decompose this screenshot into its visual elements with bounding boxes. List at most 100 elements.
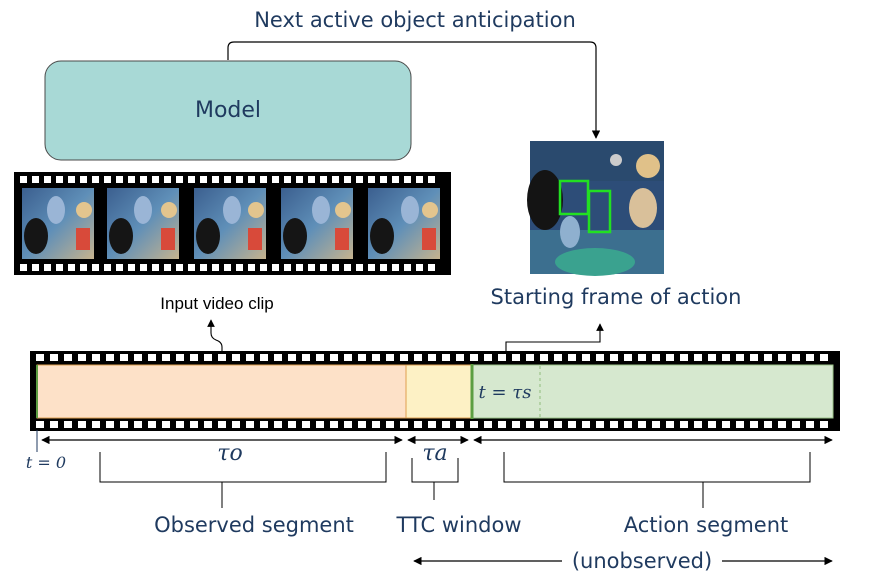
film-hole: [330, 421, 338, 428]
film-hole: [236, 176, 243, 183]
film-hole: [344, 264, 351, 271]
film-hole: [568, 354, 576, 361]
film-hole: [248, 264, 255, 271]
film-hole: [820, 421, 828, 428]
film-hole: [246, 421, 254, 428]
film-hole: [116, 264, 123, 271]
film-hole: [320, 264, 327, 271]
film-hole: [104, 176, 111, 183]
bbox-object: [587, 189, 612, 234]
film-hole: [624, 421, 632, 428]
timeline-film-strip: [30, 351, 840, 431]
film-hole: [134, 354, 142, 361]
model-box: [44, 60, 412, 161]
film-hole: [386, 421, 394, 428]
film-hole: [582, 354, 590, 361]
film-hole: [162, 421, 170, 428]
film-hole: [320, 176, 327, 183]
film-hole: [20, 264, 27, 271]
observed-bracket: [99, 452, 387, 508]
film-hole: [498, 354, 506, 361]
film-hole: [596, 421, 604, 428]
input-film-strip: [14, 172, 451, 275]
film-hole: [176, 421, 184, 428]
film-hole: [540, 354, 548, 361]
film-hole: [188, 176, 195, 183]
unobserved-label: (unobserved): [572, 549, 712, 573]
start-frame-label: Starting frame of action: [491, 285, 742, 309]
film-hole: [372, 421, 380, 428]
film-hole: [140, 264, 147, 271]
film-hole: [260, 421, 268, 428]
film-hole: [764, 421, 772, 428]
film-hole: [274, 421, 282, 428]
film-hole: [610, 354, 618, 361]
t0-label: t = 0: [26, 453, 66, 472]
film-hole: [750, 421, 758, 428]
film-hole: [218, 421, 226, 428]
film-hole: [140, 176, 147, 183]
film-hole: [272, 176, 279, 183]
film-hole: [68, 264, 75, 271]
film-hole: [554, 421, 562, 428]
starting-frame-image: [527, 141, 664, 276]
film-hole: [316, 354, 324, 361]
film-hole: [428, 354, 436, 361]
tau-a-label: τa: [422, 441, 447, 466]
tau-o-label: τo: [217, 441, 242, 466]
film-hole: [470, 354, 478, 361]
film-hole: [638, 421, 646, 428]
film-hole: [694, 354, 702, 361]
film-hole: [260, 264, 267, 271]
film-hole: [356, 264, 363, 271]
video-frame-thumbnail: [281, 188, 353, 259]
film-hole: [456, 354, 464, 361]
film-hole: [248, 176, 255, 183]
film-hole: [68, 176, 75, 183]
film-hole: [236, 264, 243, 271]
film-hole: [792, 354, 800, 361]
film-hole: [680, 354, 688, 361]
film-hole: [792, 421, 800, 428]
film-hole: [78, 421, 86, 428]
film-hole: [400, 421, 408, 428]
film-hole: [260, 354, 268, 361]
film-hole: [624, 354, 632, 361]
film-hole: [416, 176, 423, 183]
film-hole: [404, 176, 411, 183]
film-hole: [358, 354, 366, 361]
video-frame-thumbnail: [107, 188, 179, 259]
film-hole: [498, 421, 506, 428]
film-hole: [190, 354, 198, 361]
film-hole: [484, 354, 492, 361]
film-hole: [806, 421, 814, 428]
film-hole: [134, 421, 142, 428]
film-hole: [120, 421, 128, 428]
film-hole: [152, 176, 159, 183]
film-hole: [308, 176, 315, 183]
film-hole: [442, 354, 450, 361]
film-hole: [128, 176, 135, 183]
film-hole: [694, 421, 702, 428]
film-hole: [526, 354, 534, 361]
film-hole: [56, 176, 63, 183]
film-hole: [540, 421, 548, 428]
film-hole: [44, 176, 51, 183]
ts-label: t = τs: [479, 382, 532, 403]
action-label: Action segment: [624, 513, 789, 537]
film-hole: [526, 421, 534, 428]
film-hole: [316, 421, 324, 428]
film-hole: [610, 421, 618, 428]
film-hole: [442, 421, 450, 428]
film-hole: [330, 354, 338, 361]
title-label: Next active object anticipation: [254, 8, 576, 32]
film-hole: [190, 421, 198, 428]
film-hole: [404, 264, 411, 271]
model-label: Model: [195, 98, 261, 123]
film-hole: [722, 421, 730, 428]
input-clip-label: Input video clip: [160, 294, 273, 313]
film-hole: [358, 421, 366, 428]
film-hole: [80, 176, 87, 183]
film-hole: [512, 354, 520, 361]
